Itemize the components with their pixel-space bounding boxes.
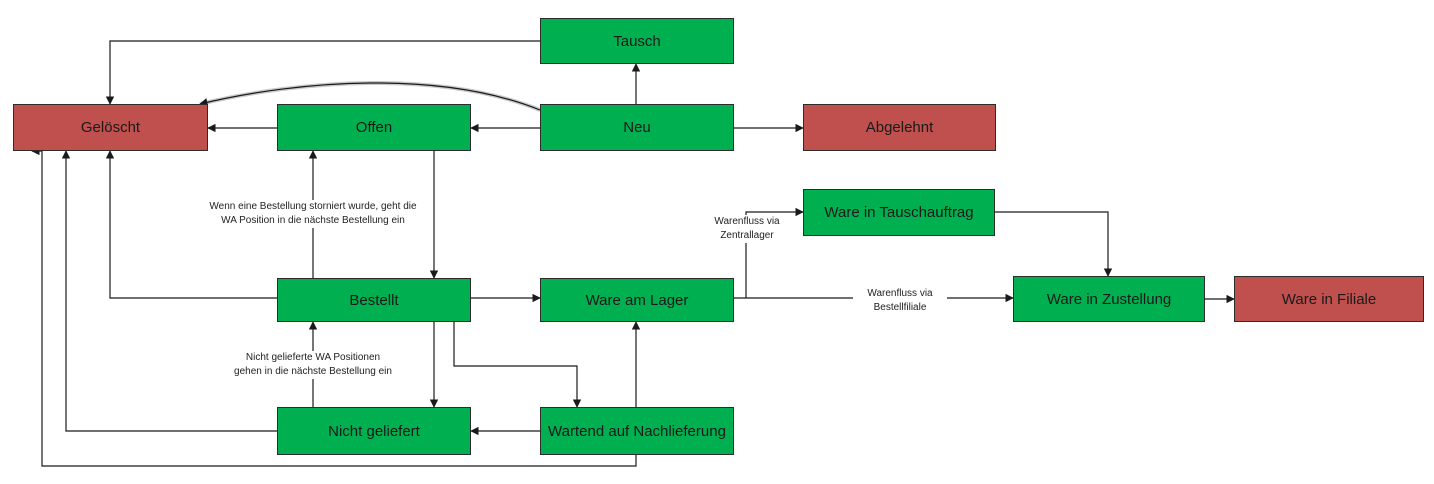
edge-bestellt-to-geloescht (105, 150, 277, 299)
state-bestellt[interactable]: Bestellt (277, 278, 471, 322)
state-neu[interactable]: Neu (540, 104, 734, 151)
edge-tauschauftrag-to-zustellung (995, 211, 1113, 277)
edge-neu-to-geloescht (199, 82, 541, 111)
label-bestellfiliale-line1: Warenfluss via (867, 288, 933, 299)
edge-tausch-to-geloescht (105, 40, 540, 105)
label-zentrallager-line2: Zentrallager (720, 230, 774, 241)
state-nicht-geliefert[interactable]: Nicht geliefert (277, 407, 471, 455)
label-nicht-geliefert: Nicht gelieferte WA Positionen gehen in … (228, 351, 398, 379)
label-nicht-geliefert-line2: gehen in die nächste Bestellung ein (234, 366, 392, 377)
label-zentrallager: Warenfluss via Zentrallager (707, 215, 787, 243)
label-storniert-line1: Wenn eine Bestellung storniert wurde, ge… (209, 201, 417, 212)
state-ware-in-zustellung[interactable]: Ware in Zustellung (1013, 276, 1205, 322)
label-bestellfiliale: Warenfluss via Bestellfiliale (853, 287, 947, 315)
state-offen[interactable]: Offen (277, 104, 471, 151)
edge-nicht-geliefert-to-geloescht (61, 150, 277, 432)
state-tausch[interactable]: Tausch (540, 18, 734, 64)
label-storniert-line2: WA Position in die nächste Bestellung ei… (221, 215, 405, 226)
edge-bestellt-to-wartend (453, 322, 582, 408)
edge-ware-am-lager-to-tauschauftrag (745, 207, 804, 298)
label-storniert: Wenn eine Bestellung storniert wurde, ge… (205, 200, 421, 228)
state-abgelehnt[interactable]: Abgelehnt (803, 104, 996, 151)
label-zentrallager-line1: Warenfluss via (714, 216, 780, 227)
state-ware-in-tauschauftrag[interactable]: Ware in Tauschauftrag (803, 189, 995, 236)
state-ware-am-lager[interactable]: Ware am Lager (540, 278, 734, 322)
state-wartend-auf-nachlieferung[interactable]: Wartend auf Nachlieferung (540, 407, 734, 455)
edge-wartend-to-geloescht (31, 146, 637, 467)
state-ware-in-filiale[interactable]: Ware in Filiale (1234, 276, 1424, 322)
label-bestellfiliale-line2: Bestellfiliale (873, 302, 927, 313)
label-nicht-geliefert-line1: Nicht gelieferte WA Positionen (245, 352, 381, 363)
state-geloescht[interactable]: Gelöscht (13, 104, 208, 151)
